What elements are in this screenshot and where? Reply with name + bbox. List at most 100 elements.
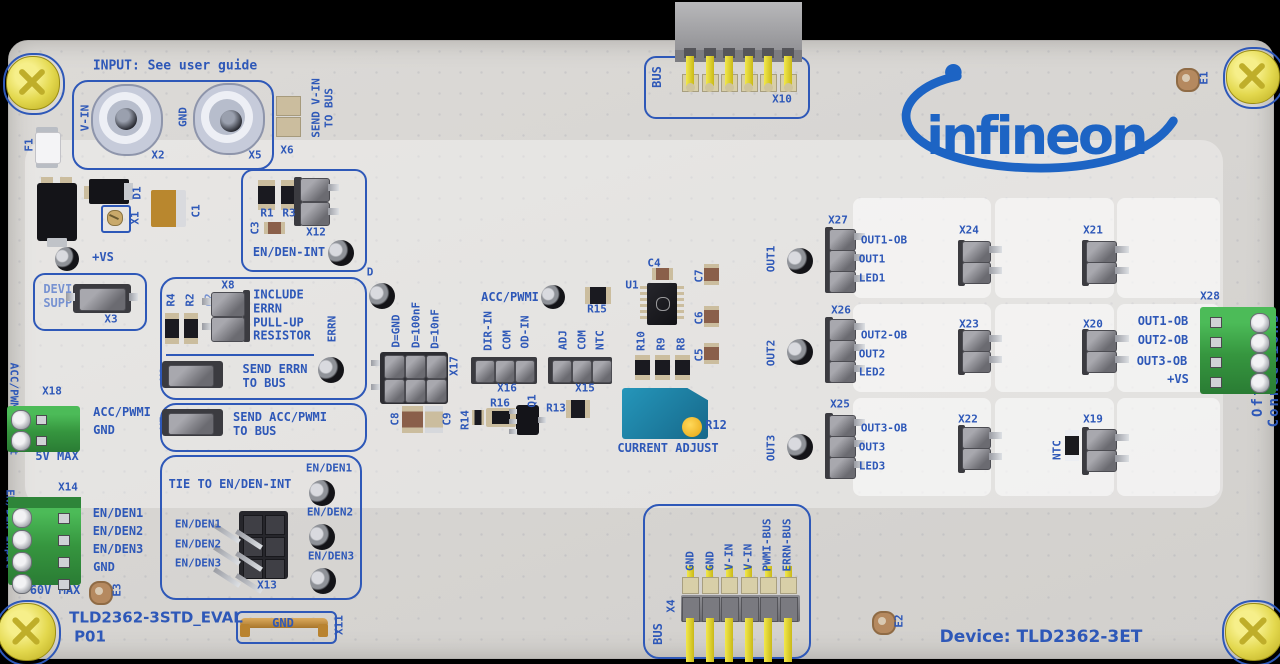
x27-cap	[829, 250, 856, 272]
label-gnd: GND	[683, 551, 697, 571]
label-en-den3: EN/DEN3	[174, 556, 222, 570]
label-x22: X22	[958, 412, 978, 426]
x23-pin	[989, 335, 1002, 342]
r4	[165, 313, 179, 344]
x13-cap	[243, 515, 263, 535]
x22-pin	[989, 432, 1002, 439]
tp-out3	[787, 434, 813, 460]
x3-pin	[66, 293, 75, 301]
label-out3: OUT3	[764, 434, 778, 462]
label-x17: X17	[447, 356, 461, 376]
label-c8: C8	[388, 412, 402, 426]
diode-pad	[60, 177, 72, 184]
label-bus: BUS	[651, 623, 666, 645]
label-c7: C7	[692, 269, 706, 283]
x4-pins	[721, 577, 739, 594]
label-x4: X4	[664, 599, 678, 613]
x10-pins	[705, 82, 715, 92]
corner-screw	[1222, 600, 1280, 664]
x23-pin	[989, 356, 1002, 363]
label-out2-ob: OUT2-OB	[1137, 333, 1189, 348]
x1-box	[101, 205, 131, 233]
label-errn-bus: ERRN-BUS	[780, 518, 794, 572]
r10	[635, 355, 650, 380]
x4-pins	[744, 618, 753, 662]
x21-pin	[1115, 246, 1129, 253]
label-x18: X18	[42, 384, 62, 398]
label-e3: E3	[110, 583, 124, 597]
x19-frame	[1082, 427, 1089, 475]
r8	[675, 355, 690, 380]
label-r2: R2	[183, 293, 197, 307]
x14-screw	[12, 574, 32, 594]
x15-cap	[592, 360, 612, 383]
label-en-den2: EN/DEN2	[174, 537, 222, 551]
label-include-errn-pull-up-resistor: INCLUDE ERRN PULL-UP RESISTOR	[253, 287, 311, 343]
x14-screw	[12, 530, 32, 550]
label-c6: C6	[692, 311, 706, 325]
f1-fuse	[35, 132, 61, 164]
q1-leg	[509, 429, 517, 434]
x25-cap	[829, 436, 856, 458]
label-send-acc-pwmi-to-bus: SEND ACC/PWMI TO BUS	[233, 410, 327, 438]
label-x10: X10	[772, 92, 792, 106]
r16	[492, 411, 510, 424]
x25-pin	[854, 461, 865, 468]
label-x24: X24	[959, 223, 979, 237]
label-send-errn-to-bus: SEND ERRN TO BUS	[242, 362, 308, 390]
x25-pin	[854, 440, 865, 447]
x28-pin	[1210, 317, 1222, 328]
x23-cap	[962, 330, 991, 352]
c4	[652, 268, 673, 280]
x4-pins	[706, 566, 714, 578]
label-en-den1: EN/DEN1	[305, 461, 353, 475]
label-x26: X26	[831, 303, 851, 317]
x17-cap	[426, 355, 447, 379]
x4-pins	[745, 566, 753, 578]
label-out3-ob: OUT3-OB	[1136, 354, 1188, 369]
label-gnd: GND	[176, 107, 190, 127]
label-en-den1: EN/DEN1	[92, 506, 144, 521]
label-c3: C3	[248, 221, 262, 235]
tp-enden3	[310, 568, 336, 594]
label-dir-in: DIR-IN	[481, 311, 495, 351]
label-x3: X3	[104, 312, 118, 326]
x10-pins	[705, 56, 714, 86]
label-en-den1: EN/DEN1	[174, 517, 222, 531]
d1-pad	[84, 186, 91, 199]
label-r14: R14	[458, 410, 472, 430]
label-out2: OUT2	[764, 339, 778, 367]
x23-frame	[958, 329, 965, 375]
x12-cap	[300, 178, 330, 202]
label-gnd: GND	[272, 616, 294, 631]
diode-pad	[41, 177, 53, 184]
x21-cap	[1086, 241, 1117, 263]
pad-e3	[95, 587, 103, 595]
x8-pin	[202, 323, 212, 330]
label-x20: X20	[1083, 317, 1103, 331]
x19-pin	[1115, 434, 1129, 441]
label-v-in: V-IN	[78, 104, 92, 132]
label-out3: OUT3	[858, 440, 886, 454]
label-send-v-in-to-bus: SEND V-IN TO BUS	[309, 78, 335, 138]
tp-enden1	[309, 480, 335, 506]
enden-int-box	[241, 169, 367, 272]
label-r1: R1	[260, 206, 274, 220]
x13-cap	[265, 559, 285, 579]
x8-frame	[243, 290, 250, 342]
label-out1: OUT1	[858, 252, 886, 266]
label-x6: X6	[280, 143, 294, 157]
x4-pins	[764, 566, 772, 578]
label-5v-max: 5V MAX	[35, 449, 79, 464]
tp-vs	[55, 247, 79, 271]
x8-pin	[202, 298, 212, 305]
x10-pins	[782, 48, 794, 58]
label-com: COM	[500, 330, 514, 350]
x17-pin	[371, 360, 380, 366]
x26-cap	[829, 340, 856, 362]
q1	[516, 405, 539, 435]
label-x14: X14	[58, 480, 78, 494]
x10-pins	[723, 48, 736, 58]
x14-top	[8, 497, 81, 508]
x4-pins	[725, 618, 734, 662]
